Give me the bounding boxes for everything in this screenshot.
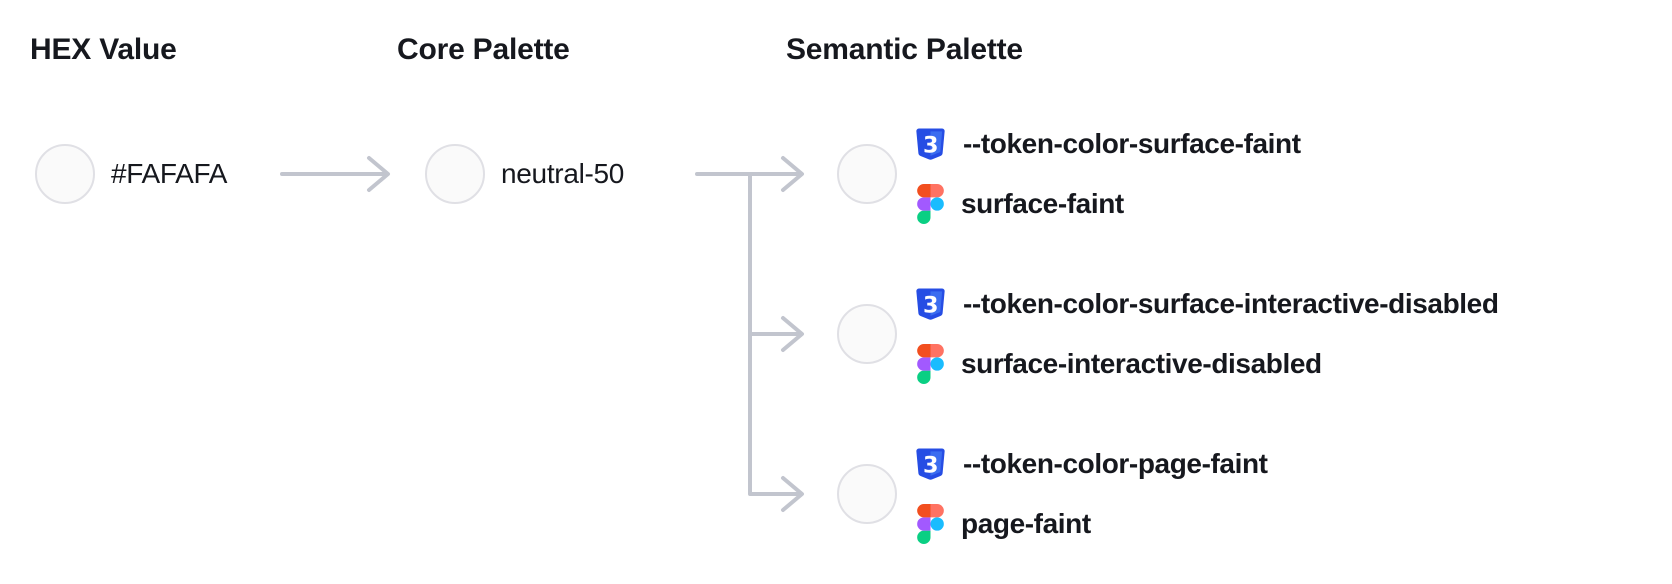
arrowhead-semantic-2 (781, 316, 804, 352)
css3-icon: 3 (915, 447, 946, 482)
arrowhead-semantic-1 (781, 156, 804, 192)
arrowhead-semantic-3 (781, 476, 804, 512)
svg-text:3: 3 (923, 132, 939, 158)
hex-value-node: #FAFAFA (35, 144, 227, 204)
semantic-token-figma-row: page-faint (917, 504, 1091, 544)
css-token-label: --token-color-page-faint (963, 448, 1268, 479)
hex-value-label: #FAFAFA (111, 158, 228, 189)
hex-column-title: HEX Value (30, 33, 177, 66)
svg-text:3: 3 (923, 452, 939, 478)
hex-color-swatch (35, 144, 95, 204)
connector-trunk (748, 172, 802, 496)
semantic-swatch-1 (837, 144, 897, 204)
core-palette-node: neutral-50 (425, 144, 624, 204)
figma-icon (917, 184, 944, 224)
core-palette-label: neutral-50 (501, 158, 625, 189)
semantic-token-figma-row: surface-interactive-disabled (917, 344, 1322, 384)
css-token-label: --token-color-surface-interactive-disabl… (963, 288, 1499, 319)
figma-icon (917, 344, 944, 384)
core-color-swatch (425, 144, 485, 204)
css-token-label: --token-color-surface-faint (963, 128, 1301, 159)
semantic-token-css-row: 3 --token-color-page-faint (915, 444, 1268, 484)
arrowhead-hex-to-core (367, 156, 390, 192)
semantic-token-css-row: 3 --token-color-surface-interactive-disa… (915, 284, 1499, 324)
svg-text:3: 3 (923, 292, 939, 318)
css3-icon: 3 (915, 287, 946, 322)
figma-icon (917, 504, 944, 544)
figma-token-label: surface-faint (961, 188, 1124, 219)
core-column-title: Core Palette (397, 33, 570, 66)
css3-icon: 3 (915, 127, 946, 162)
figma-token-label: surface-interactive-disabled (961, 348, 1322, 379)
semantic-swatch-2 (837, 304, 897, 364)
semantic-swatch-3 (837, 464, 897, 524)
semantic-column-title: Semantic Palette (786, 33, 1023, 66)
semantic-token-figma-row: surface-faint (917, 184, 1124, 224)
figma-token-label: page-faint (961, 508, 1091, 539)
semantic-token-css-row: 3 --token-color-surface-faint (915, 124, 1301, 164)
